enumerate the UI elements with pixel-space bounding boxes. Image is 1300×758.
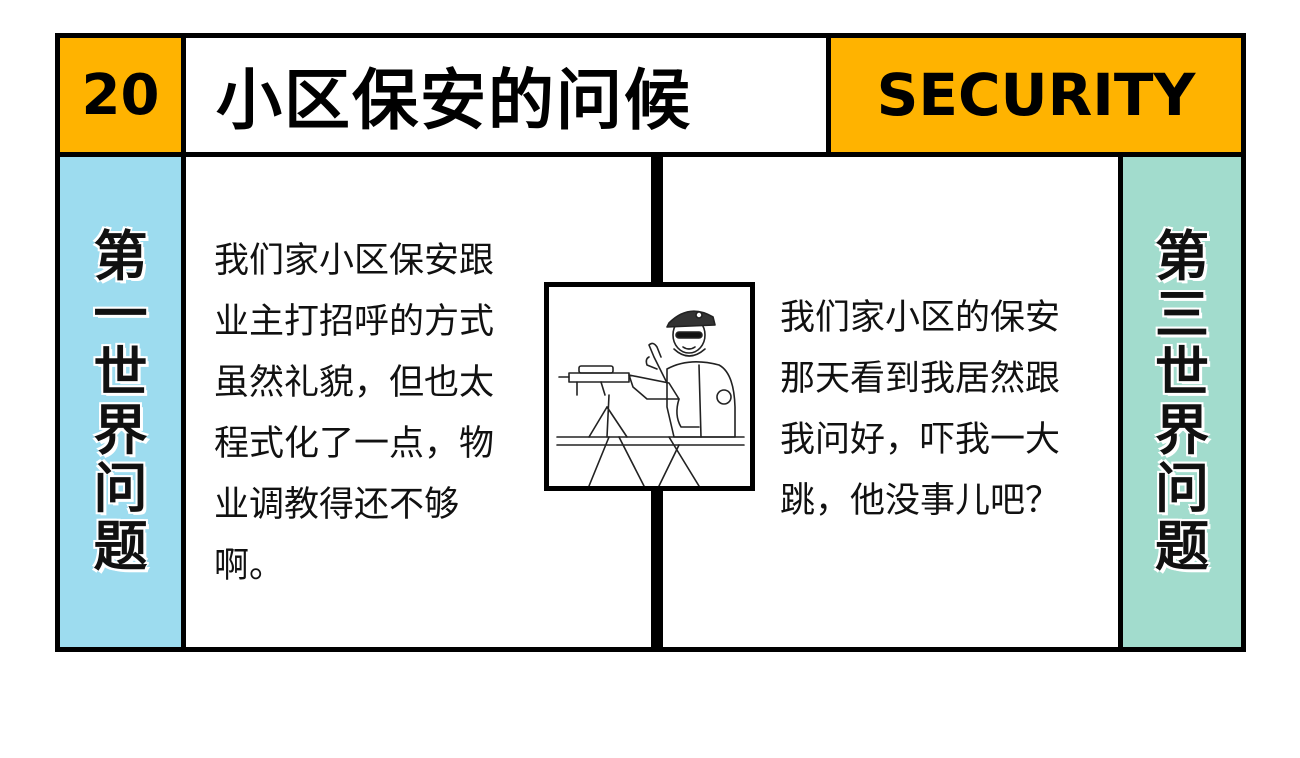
security-guard-with-rifle-icon — [556, 310, 745, 486]
page-title: 小区保安的问候 — [186, 38, 831, 157]
text-line: 我们家小区保安跟 — [214, 241, 495, 281]
text-line: 那天看到我居然跟 — [780, 359, 1061, 399]
card-frame: 20 小区保安的问候 SECURITY 第 一 世 界 问 题 我们家小区保安跟… — [55, 33, 1246, 652]
label-char: 界 — [1155, 399, 1209, 462]
label-char: 第 — [1155, 225, 1209, 288]
first-world-label: 第 一 世 界 问 题 — [60, 157, 186, 647]
text-line: 业主打招呼的方式 — [214, 302, 495, 342]
text-line: 啊。 — [214, 546, 285, 586]
label-char: 一 — [93, 283, 148, 346]
label-char: 第 — [93, 225, 148, 288]
label-char: 世 — [1155, 341, 1209, 404]
security-guard-illustration — [544, 282, 755, 491]
label-char: 题 — [1155, 515, 1209, 578]
label-char: 三 — [1155, 283, 1209, 346]
text-line: 业调教得还不够 — [214, 485, 460, 525]
text-line: 我问好，吓我一大 — [780, 420, 1061, 460]
third-world-text: 我们家小区的保安 那天看到我居然跟 我问好，吓我一大 跳，他没事儿吧？ — [780, 288, 1110, 532]
english-title: SECURITY — [831, 38, 1241, 157]
text-line: 程式化了一点，物 — [214, 424, 495, 464]
text-line: 跳，他没事儿吧？ — [780, 481, 1061, 521]
text-line: 虽然礼貌，但也太 — [214, 363, 495, 403]
third-world-label: 第 三 世 界 问 题 — [1118, 157, 1241, 647]
label-char: 问 — [93, 457, 148, 520]
first-world-text: 我们家小区保安跟 业主打招呼的方式 虽然礼貌，但也太 程式化了一点，物 业调教得… — [214, 231, 544, 597]
label-char: 界 — [93, 399, 148, 462]
text-line: 我们家小区的保安 — [780, 298, 1061, 338]
label-char: 问 — [1155, 457, 1209, 520]
issue-number: 20 — [60, 38, 186, 157]
label-char: 题 — [93, 515, 148, 578]
label-char: 世 — [93, 341, 148, 404]
